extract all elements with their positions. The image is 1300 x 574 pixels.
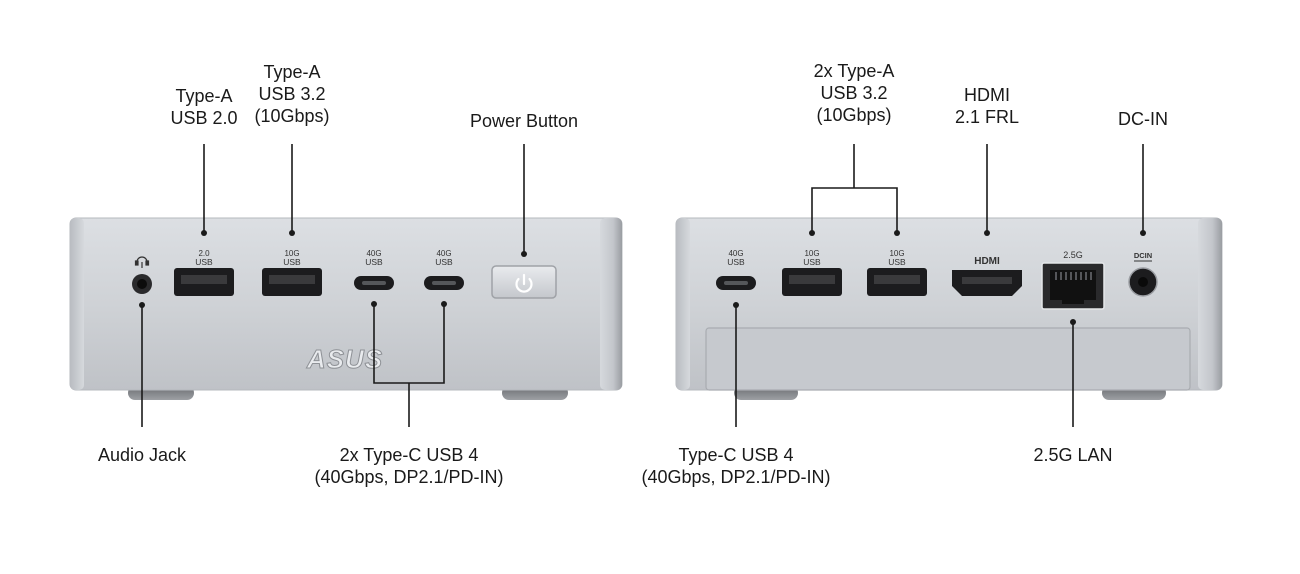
power-button	[491, 265, 557, 299]
callout-usb32: Type-A USB 3.2 (10Gbps)	[254, 62, 330, 126]
rear-panel: 40G USB 10G USB 10G USB HDMI 2.5G	[675, 144, 1223, 427]
rear-usbc-label-top: 40G	[728, 249, 743, 258]
asus-logo: ASUS	[305, 344, 383, 375]
callout-hdmi: HDMI 2.1 FRL	[954, 85, 1020, 127]
rear-usba2-label-bottom: USB	[888, 257, 906, 267]
usbc2-label-bottom: USB	[435, 257, 453, 267]
callout-power-button: Power Button	[469, 111, 579, 131]
front-callout-lines	[139, 144, 527, 427]
usbc1-label-bottom: USB	[365, 257, 383, 267]
lan-label: 2.5G	[1063, 250, 1083, 260]
rear-usba1-label-bottom: USB	[803, 257, 821, 267]
usb20-port: 2.0 USB	[174, 249, 234, 296]
usbc2-label-top: 40G	[436, 249, 451, 258]
rear-usbc-port: 40G USB	[716, 249, 756, 290]
callout-front-usb4: 2x Type-C USB 4 (40Gbps, DP2.1/PD-IN)	[314, 445, 504, 487]
usbc-port-2: 40G USB	[424, 249, 464, 290]
hdmi-port: HDMI	[952, 256, 1022, 296]
audio-jack	[132, 256, 152, 294]
power-icon	[515, 273, 533, 293]
usb32-port: 10G USB	[262, 249, 322, 296]
usb32-port-label-top: 10G	[284, 249, 299, 258]
lan-pins	[1055, 272, 1092, 280]
usbc1-label-top: 40G	[366, 249, 381, 258]
usb20-port-label-bottom: USB	[195, 257, 213, 267]
usbc-port-1: 40G USB	[354, 249, 394, 290]
usb32-port-label-bottom: USB	[283, 257, 301, 267]
rear-usbc-label-bottom: USB	[727, 257, 745, 267]
rear-usba1-label-top: 10G	[804, 249, 819, 258]
rear-usba2-label-top: 10G	[889, 249, 904, 258]
hdmi-label: HDMI	[974, 256, 1000, 267]
front-panel: 2.0 USB 10G USB 40G USB 40G USB	[69, 144, 623, 427]
rear-callout-lines	[733, 144, 1146, 427]
callout-dcin: DC-IN	[1118, 109, 1168, 129]
lan-port: 2.5G	[1041, 250, 1105, 310]
usb20-port-label-top: 2.0	[198, 249, 210, 258]
callout-audio-jack: Audio Jack	[97, 445, 187, 465]
rear-cover-panel	[705, 327, 1191, 391]
dcin-label: DCIN	[1134, 251, 1152, 260]
callout-usb20: Type-A USB 2.0	[170, 86, 238, 128]
callout-lan: 2.5G LAN	[1033, 445, 1113, 465]
callout-rear-usb4: Type-C USB 4 (40Gbps, DP2.1/PD-IN)	[641, 445, 831, 487]
rear-usba-port-1: 10G USB	[782, 249, 842, 296]
rear-usba-port-2: 10G USB	[867, 249, 927, 296]
dcin-port: DCIN	[1128, 251, 1158, 297]
asus-logo-text: ASUS	[306, 344, 383, 374]
callout-rear-usb32: 2x Type-A USB 3.2 (10Gbps)	[813, 61, 895, 125]
headset-icon	[134, 256, 150, 268]
